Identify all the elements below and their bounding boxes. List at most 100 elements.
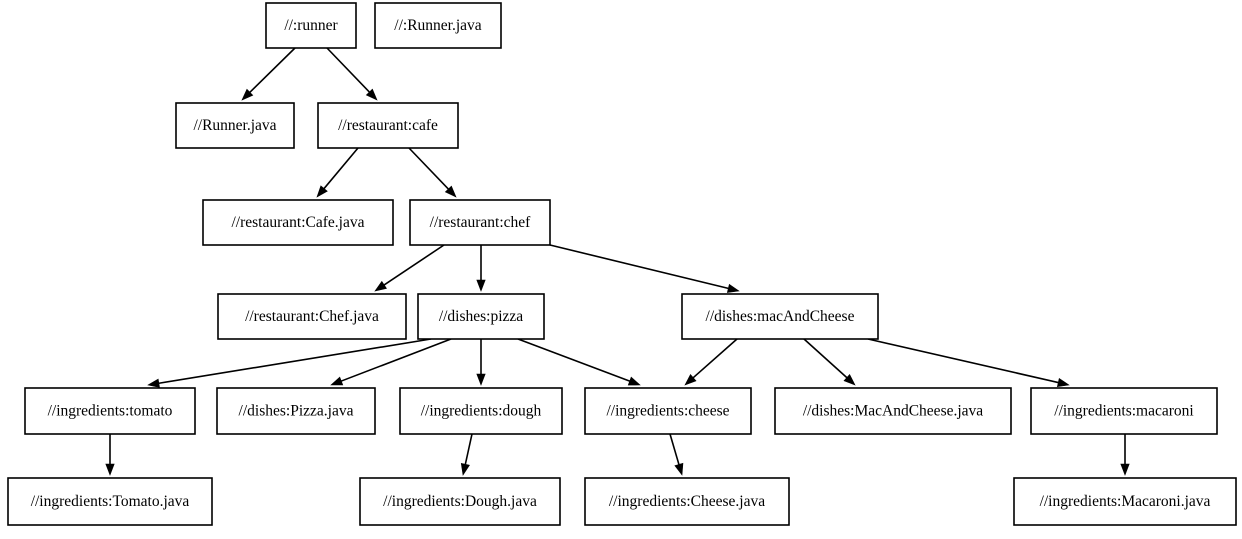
graph-edge-restaurant_cafe-to-restaurant_chef — [408, 147, 457, 198]
edge-arrowhead-icon — [330, 376, 344, 386]
edge-arrowhead-icon — [105, 463, 115, 476]
graph-node-runner[interactable]: //:runner — [265, 2, 357, 49]
graph-edge-restaurant_cafe-to-cafe_java — [316, 147, 359, 198]
graph-edge-dishes_mac-to-ing_macaroni — [867, 338, 1070, 387]
graph-edge-dishes_pizza-to-ing_dough — [476, 339, 486, 386]
graph-node-macaroni_java[interactable]: //ingredients:Macaroni.java — [1013, 477, 1237, 526]
graph-edge-ing_cheese-to-cheese_java — [669, 433, 684, 476]
edge-line — [549, 244, 729, 290]
node-box[interactable] — [374, 2, 502, 49]
edge-arrowhead-icon — [674, 462, 684, 476]
edge-arrowhead-icon — [316, 185, 328, 198]
nodes-layer: //:runner //:Runner.java //Runner.java //re… — [7, 2, 1237, 526]
node-label: //ingredients:Cheese.java — [609, 493, 765, 510]
edge-arrowhead-icon — [1056, 377, 1070, 387]
edge-line — [408, 147, 449, 190]
node-box[interactable] — [7, 477, 213, 526]
node-label: //:runner — [284, 17, 338, 34]
node-box[interactable] — [584, 477, 790, 526]
graph-node-runner_java_root[interactable]: //:Runner.java — [374, 2, 502, 49]
node-box[interactable] — [1030, 387, 1218, 435]
edge-line — [517, 338, 630, 382]
node-box[interactable] — [359, 477, 561, 526]
graph-edge-runner-to-restaurant_cafe — [326, 47, 378, 101]
edge-arrowhead-icon — [444, 185, 457, 198]
node-label: //ingredients:tomato — [48, 403, 173, 420]
edge-arrowhead-icon — [374, 280, 387, 292]
node-label: //dishes:macAndCheese — [706, 308, 855, 325]
node-box[interactable] — [216, 387, 376, 435]
edge-arrowhead-icon — [365, 88, 378, 101]
graph-edge-restaurant_chef-to-dishes_pizza — [476, 245, 486, 292]
edges-layer — [105, 47, 1130, 476]
graph-edge-ing_macaroni-to-macaroni_java — [1120, 434, 1130, 476]
edge-line — [249, 47, 296, 93]
graph-node-ing_tomato[interactable]: //ingredients:tomato — [24, 387, 196, 435]
edge-line — [383, 244, 445, 286]
graph-edge-restaurant_chef-to-dishes_mac — [549, 244, 740, 293]
edge-line — [669, 433, 680, 465]
node-box[interactable] — [1013, 477, 1237, 526]
edge-line — [867, 338, 1059, 384]
node-label: //dishes:MacAndCheese.java — [803, 403, 983, 420]
graph-node-dough_java[interactable]: //ingredients:Dough.java — [359, 477, 561, 526]
edge-line — [464, 433, 473, 465]
graph-node-dishes_pizza[interactable]: //dishes:pizza — [417, 293, 545, 340]
graph-edge-ing_dough-to-dough_java — [460, 433, 473, 476]
node-box[interactable] — [774, 387, 1012, 435]
node-label: //ingredients:dough — [421, 403, 542, 420]
node-box[interactable] — [417, 293, 545, 340]
node-box[interactable] — [399, 387, 563, 435]
node-box[interactable] — [175, 102, 295, 149]
node-label: //dishes:Pizza.java — [239, 403, 354, 420]
edge-arrowhead-icon — [476, 279, 486, 292]
node-label: //restaurant:Chef.java — [245, 308, 379, 325]
node-label: //Runner.java — [193, 117, 276, 134]
edge-arrowhead-icon — [147, 378, 160, 388]
graph-edge-runner-to-runner_java — [241, 47, 296, 101]
node-label: //ingredients:macaroni — [1054, 403, 1194, 420]
node-box[interactable] — [202, 199, 394, 246]
node-box[interactable] — [584, 387, 752, 435]
graph-node-cheese_java[interactable]: //ingredients:Cheese.java — [584, 477, 790, 526]
edge-arrowhead-icon — [241, 88, 254, 101]
graph-node-restaurant_chef[interactable]: //restaurant:chef — [409, 199, 551, 246]
node-label: //dishes:pizza — [439, 308, 523, 325]
node-label: //restaurant:cafe — [338, 117, 438, 134]
graph-edge-ing_tomato-to-tomato_java — [105, 434, 115, 476]
edge-arrowhead-icon — [1120, 463, 1130, 476]
graph-node-ing_cheese[interactable]: //ingredients:cheese — [584, 387, 752, 435]
node-label: //ingredients:cheese — [606, 403, 729, 420]
graph-node-chef_java[interactable]: //restaurant:Chef.java — [217, 293, 407, 340]
graph-node-ing_macaroni[interactable]: //ingredients:macaroni — [1030, 387, 1218, 435]
graph-edge-dishes_mac-to-ing_cheese — [684, 338, 738, 386]
node-box[interactable] — [681, 293, 879, 340]
edge-arrowhead-icon — [476, 373, 486, 386]
node-box[interactable] — [265, 2, 357, 49]
edge-line — [803, 338, 848, 379]
graph-node-restaurant_cafe[interactable]: //restaurant:cafe — [317, 102, 459, 149]
node-label: //ingredients:Dough.java — [383, 493, 537, 510]
edge-arrowhead-icon — [843, 373, 856, 386]
node-label: //ingredients:Tomato.java — [31, 493, 190, 510]
graph-node-cafe_java[interactable]: //restaurant:Cafe.java — [202, 199, 394, 246]
node-box[interactable] — [24, 387, 196, 435]
edge-line — [326, 47, 370, 93]
node-box[interactable] — [317, 102, 459, 149]
edge-arrowhead-icon — [726, 283, 740, 293]
node-box[interactable] — [217, 293, 407, 340]
graph-node-runner_java[interactable]: //Runner.java — [175, 102, 295, 149]
graph-edge-dishes_pizza-to-pizza_java — [330, 338, 452, 386]
graph-node-dishes_mac[interactable]: //dishes:macAndCheese — [681, 293, 879, 340]
node-box[interactable] — [409, 199, 551, 246]
graph-edge-dishes_pizza-to-ing_tomato — [147, 338, 432, 388]
graph-node-mac_java[interactable]: //dishes:MacAndCheese.java — [774, 387, 1012, 435]
edge-arrowhead-icon — [460, 462, 470, 476]
graph-node-pizza_java[interactable]: //dishes:Pizza.java — [216, 387, 376, 435]
graph-node-ing_dough[interactable]: //ingredients:dough — [399, 387, 563, 435]
graph-node-tomato_java[interactable]: //ingredients:Tomato.java — [7, 477, 213, 526]
edge-arrowhead-icon — [684, 374, 697, 386]
edge-line — [323, 147, 359, 190]
